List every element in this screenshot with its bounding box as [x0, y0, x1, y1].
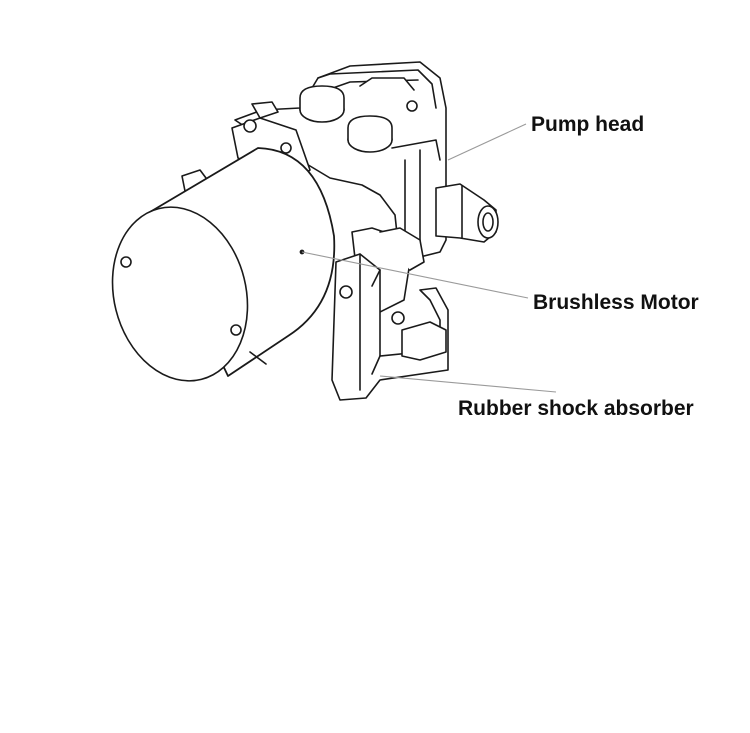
pump-head-cap-right: [347, 115, 393, 153]
outlet-nozzle: [435, 183, 499, 243]
housing-screw: [406, 100, 418, 112]
label-pump-head: Pump head: [531, 113, 645, 136]
label-brushless-motor: Brushless Motor: [533, 291, 699, 314]
bottom-flange: [401, 321, 447, 361]
leader-line-pump-head: [447, 123, 527, 161]
pump-head-cap-left: [299, 85, 345, 123]
label-rubber-shock-absorber: Rubber shock absorber: [458, 397, 694, 420]
shock-absorber-base: [331, 253, 449, 401]
leader-line-brushless-motor: [301, 251, 529, 299]
leader-line-rubber-shock-absorber: [379, 375, 557, 393]
brushless-motor-cylinder: [111, 147, 336, 382]
